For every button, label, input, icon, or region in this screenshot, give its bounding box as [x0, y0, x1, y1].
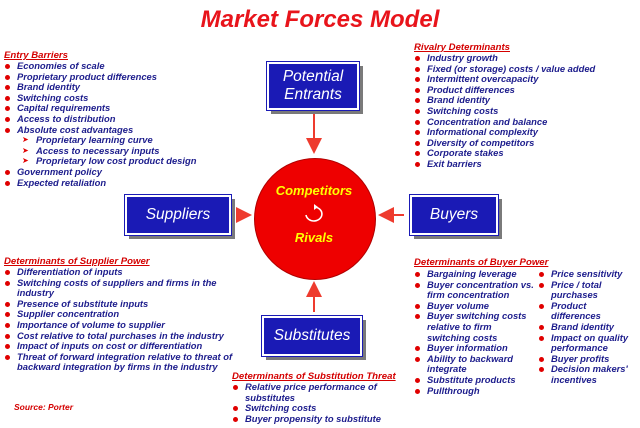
suppliers-box: Suppliers [124, 194, 232, 236]
list-item: Product differences [538, 300, 638, 322]
list-item: Concentration and balance [414, 116, 636, 128]
competitors-label: Competitors [275, 183, 353, 198]
list-item: Cost relative to total purchases in the … [4, 330, 240, 342]
list-item: Buyer profits [538, 353, 638, 365]
list-item: Pullthrough [414, 385, 536, 397]
list-item: Relative price performance of substitute… [232, 381, 412, 403]
rivals-label: Rivals [294, 230, 334, 245]
list-item: Buyer switching costs relative to firm s… [414, 311, 536, 343]
potential-entrants-label: Potential Entrants [282, 68, 344, 103]
list-item: Switching costs [232, 403, 412, 414]
list-item: Intermittent overcapacity [414, 74, 636, 85]
buyer-power-left: Bargaining leverage Buyer concentration … [414, 268, 536, 397]
list-item: Impact of inputs on cost or differentiat… [4, 341, 240, 352]
list-item: Switching costs [4, 92, 254, 104]
substitution-list: Relative price performance of substitute… [232, 381, 412, 425]
competitors-circle [254, 158, 376, 280]
supplier-power-list: Differentiation of inputs Switching cost… [4, 266, 240, 373]
list-item: Presence of substitute inputs [4, 298, 240, 310]
list-item: Brand identity [414, 95, 636, 106]
list-item: Expected retaliation [4, 177, 254, 189]
list-item: Diversity of competitors [414, 137, 636, 149]
buyer-power-list-right: Price sensitivity Price / total purchase… [538, 268, 638, 386]
list-item: Access to necessary inputs [4, 145, 254, 157]
supplier-power-section: Determinants of Supplier Power Different… [4, 256, 240, 373]
substitutes-label: Substitutes [273, 327, 351, 344]
list-item: Threat of forward integration relative t… [4, 351, 240, 373]
list-item: Brand identity [4, 82, 254, 93]
rivalry-determinants-section: Rivalry Determinants Industry growth Fix… [414, 42, 636, 170]
rivalry-heading: Rivalry Determinants [414, 42, 510, 53]
buyer-power-list-left: Bargaining leverage Buyer concentration … [414, 268, 536, 397]
list-item: Price / total purchases [538, 279, 638, 301]
list-item: Switching costs [414, 105, 636, 117]
buyer-power-right: Price sensitivity Price / total purchase… [538, 268, 638, 386]
list-item: Industry growth [414, 52, 636, 64]
list-item: Buyer concentration vs. firm concentrati… [414, 279, 536, 301]
rotation-icon [305, 204, 323, 222]
list-item: Economies of scale [4, 60, 254, 72]
page-title: Market Forces Model [200, 6, 440, 33]
list-item: Informational complexity [414, 127, 636, 138]
substitutes-box: Substitutes [261, 315, 363, 357]
source-note: Source: Porter [14, 402, 74, 412]
potential-entrants-box: Potential Entrants [266, 61, 360, 111]
list-item: Proprietary low cost product design [4, 156, 254, 167]
list-item: Buyer information [414, 343, 536, 354]
list-item: Bargaining leverage [414, 268, 536, 280]
entry-barriers-sublist: Proprietary learning curve Access to nec… [4, 135, 254, 167]
rivalry-list: Industry growth Fixed (or storage) costs… [414, 52, 636, 170]
list-item: Product differences [414, 84, 636, 96]
list-item: Absolute cost advantages [4, 124, 254, 136]
list-item: Fixed (or storage) costs / value added [414, 63, 636, 75]
entry-barriers-list: Economies of scale Proprietary product d… [4, 60, 254, 136]
list-item: Access to distribution [4, 113, 254, 125]
list-item: Impact on quality performance [538, 332, 638, 354]
list-item: Price sensitivity [538, 268, 638, 280]
list-item: Importance of volume to supplier [4, 319, 240, 331]
substitution-heading: Determinants of Substitution Threat [232, 371, 396, 382]
list-item: Proprietary product differences [4, 71, 254, 83]
list-item: Proprietary learning curve [4, 135, 254, 146]
entry-barriers-section: Entry Barriers Economies of scale Propri… [4, 50, 254, 188]
list-item: Brand identity [538, 321, 638, 333]
list-item: Switching costs of suppliers and firms i… [4, 277, 240, 299]
list-item: Differentiation of inputs [4, 266, 240, 278]
list-item: Buyer volume [414, 300, 536, 312]
suppliers-label: Suppliers [145, 206, 211, 223]
buyers-box: Buyers [409, 194, 499, 236]
list-item: Supplier concentration [4, 309, 240, 320]
list-item: Exit barriers [414, 158, 636, 170]
substitution-threat-section: Determinants of Substitution Threat Rela… [232, 371, 412, 424]
supplier-power-heading: Determinants of Supplier Power [4, 256, 150, 267]
list-item: Decision makers' incentives [538, 363, 638, 385]
buyers-label: Buyers [429, 206, 479, 223]
list-item: Substitute products [414, 374, 536, 386]
list-item: Buyer propensity to substitute [232, 413, 412, 425]
list-item: Capital requirements [4, 103, 254, 114]
entry-barriers-list-2: Government policy Expected retaliation [4, 166, 254, 189]
entry-barriers-heading: Entry Barriers [4, 50, 68, 61]
buyer-power-heading: Determinants of Buyer Power [414, 257, 549, 268]
list-item: Government policy [4, 166, 254, 178]
list-item: Corporate stakes [414, 148, 636, 159]
list-item: Ability to backward integrate [414, 353, 536, 375]
